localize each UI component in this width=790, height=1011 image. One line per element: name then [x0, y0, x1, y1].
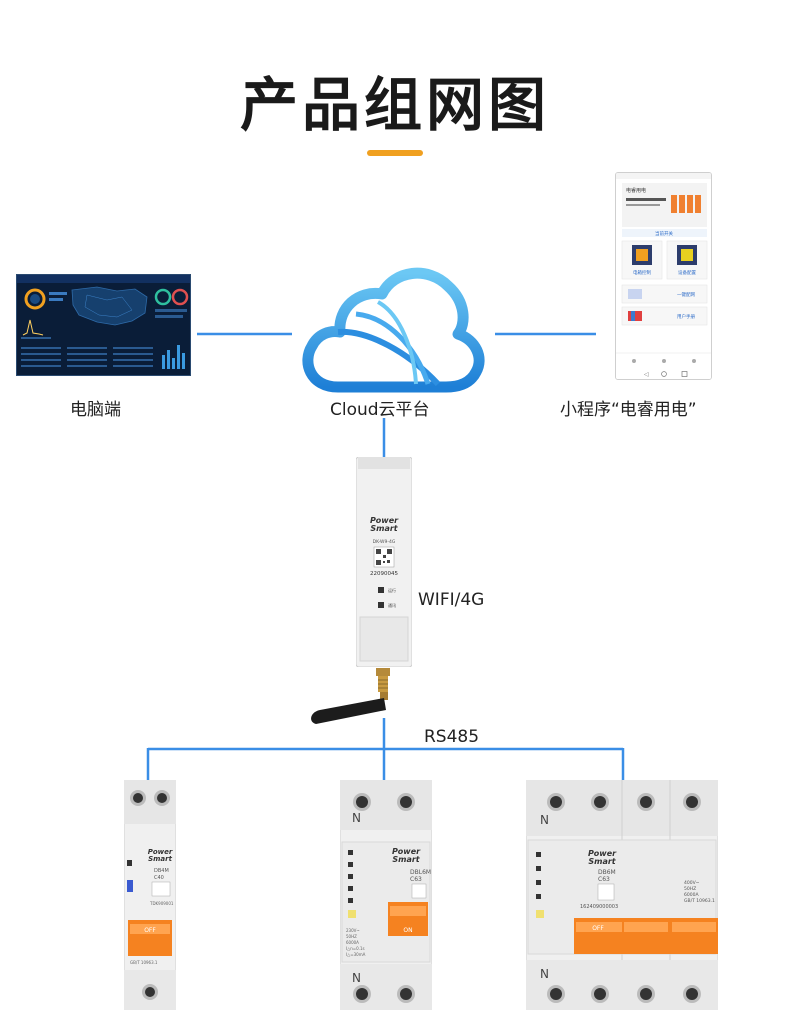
cloud-icon [302, 267, 485, 393]
cloud-label: Cloud云平台 [330, 400, 430, 420]
breaker-3-code: 162409000003 [580, 904, 618, 910]
breaker-3-model: DB6M [598, 869, 616, 876]
breaker-2-spec-5: I△=30mA [346, 952, 366, 957]
pc-dashboard-thumbnail [16, 274, 191, 376]
gateway-led-comm: 通讯 [388, 602, 396, 608]
gateway-brand-1: Power [370, 516, 399, 525]
breaker-2-spec-4: I△n=0.1s [346, 946, 365, 951]
breaker-2: N Power Smart DBL6M C63 ON 230V~ 50HZ 60… [340, 780, 432, 1010]
title-underline [367, 150, 423, 156]
breaker-3-switch: OFF [592, 925, 604, 932]
gateway-comm-label: WIFI/4G [418, 590, 485, 610]
tile-device-config: 设备配置 [678, 269, 696, 276]
breaker-2-neutral: N [352, 811, 361, 825]
breaker-2-brand-2: Smart [392, 855, 420, 864]
breaker-2-spec-2: 50HZ [346, 934, 357, 939]
breaker-2-spec-3: 6000A [346, 940, 359, 945]
breaker-3-spec-3: 6000A [684, 892, 699, 898]
gateway-brand-2: Smart [370, 524, 398, 533]
pc-label: 电脑端 [70, 400, 121, 420]
tab-current-switch: 当前开关 [655, 230, 673, 237]
breaker-2-rating: C63 [410, 876, 422, 883]
page-title: 产品组网图 [239, 71, 550, 139]
breaker-1-code: TDK909001 [149, 901, 174, 906]
breaker-3: N Power Smart DB6M C63 162409000003 400V… [526, 780, 718, 1010]
svg-text:N: N [352, 971, 361, 985]
breaker-3-brand-1: Power [588, 849, 617, 858]
breaker-1-model: DB4M [154, 868, 169, 874]
svg-text:◁: ◁ [644, 371, 649, 378]
breaker-3-neutral: N [540, 813, 549, 827]
breaker-1-rating: C40 [154, 875, 164, 881]
tile-box-control: 电箱控制 [633, 269, 651, 276]
breaker-1-switch: OFF [144, 927, 156, 934]
breaker-1-spec: GB/T 10963.1 [130, 960, 158, 965]
breaker-3-spec-2: 50HZ [684, 886, 696, 892]
breaker-3-spec-1: 400V~ [684, 880, 700, 886]
app-header: 电睿用电 [626, 187, 646, 194]
miniprogram-label: 小程序“电睿用电” [560, 400, 697, 420]
miniprogram-phone: 电睿用电 当前开关 电箱控制 设备配置 一键配网 用户手册 ◁ [615, 172, 712, 380]
breaker-1: Power Smart DB4M C40 TDK909001 OFF GB/T … [124, 780, 176, 1010]
breaker-2-brand-1: Power [392, 847, 421, 856]
breaker-3-spec-4: GB/T 10963.1 [684, 898, 715, 904]
svg-text:N: N [540, 967, 549, 981]
breaker-3-rating: C63 [598, 876, 610, 883]
gateway-device: Power Smart DK-W9-4G 22090045 运行 通讯 [356, 457, 412, 667]
rs485-label: RS485 [424, 727, 480, 747]
row-quick-network: 一键配网 [677, 291, 695, 298]
breaker-2-model: DBL6M [410, 869, 431, 876]
gateway-led-run: 运行 [388, 587, 396, 593]
breaker-3-brand-2: Smart [588, 857, 616, 866]
breaker-1-brand-1: Power [148, 848, 173, 856]
row-user-manual: 用户手册 [677, 313, 695, 320]
breaker-2-switch: ON [403, 927, 412, 934]
breaker-1-brand-2: Smart [148, 855, 173, 863]
gateway-model: DK-W9-4G [373, 539, 396, 545]
gateway-serial: 22090045 [370, 571, 398, 577]
antenna-icon [311, 668, 390, 724]
breaker-2-spec-1: 230V~ [346, 928, 360, 933]
